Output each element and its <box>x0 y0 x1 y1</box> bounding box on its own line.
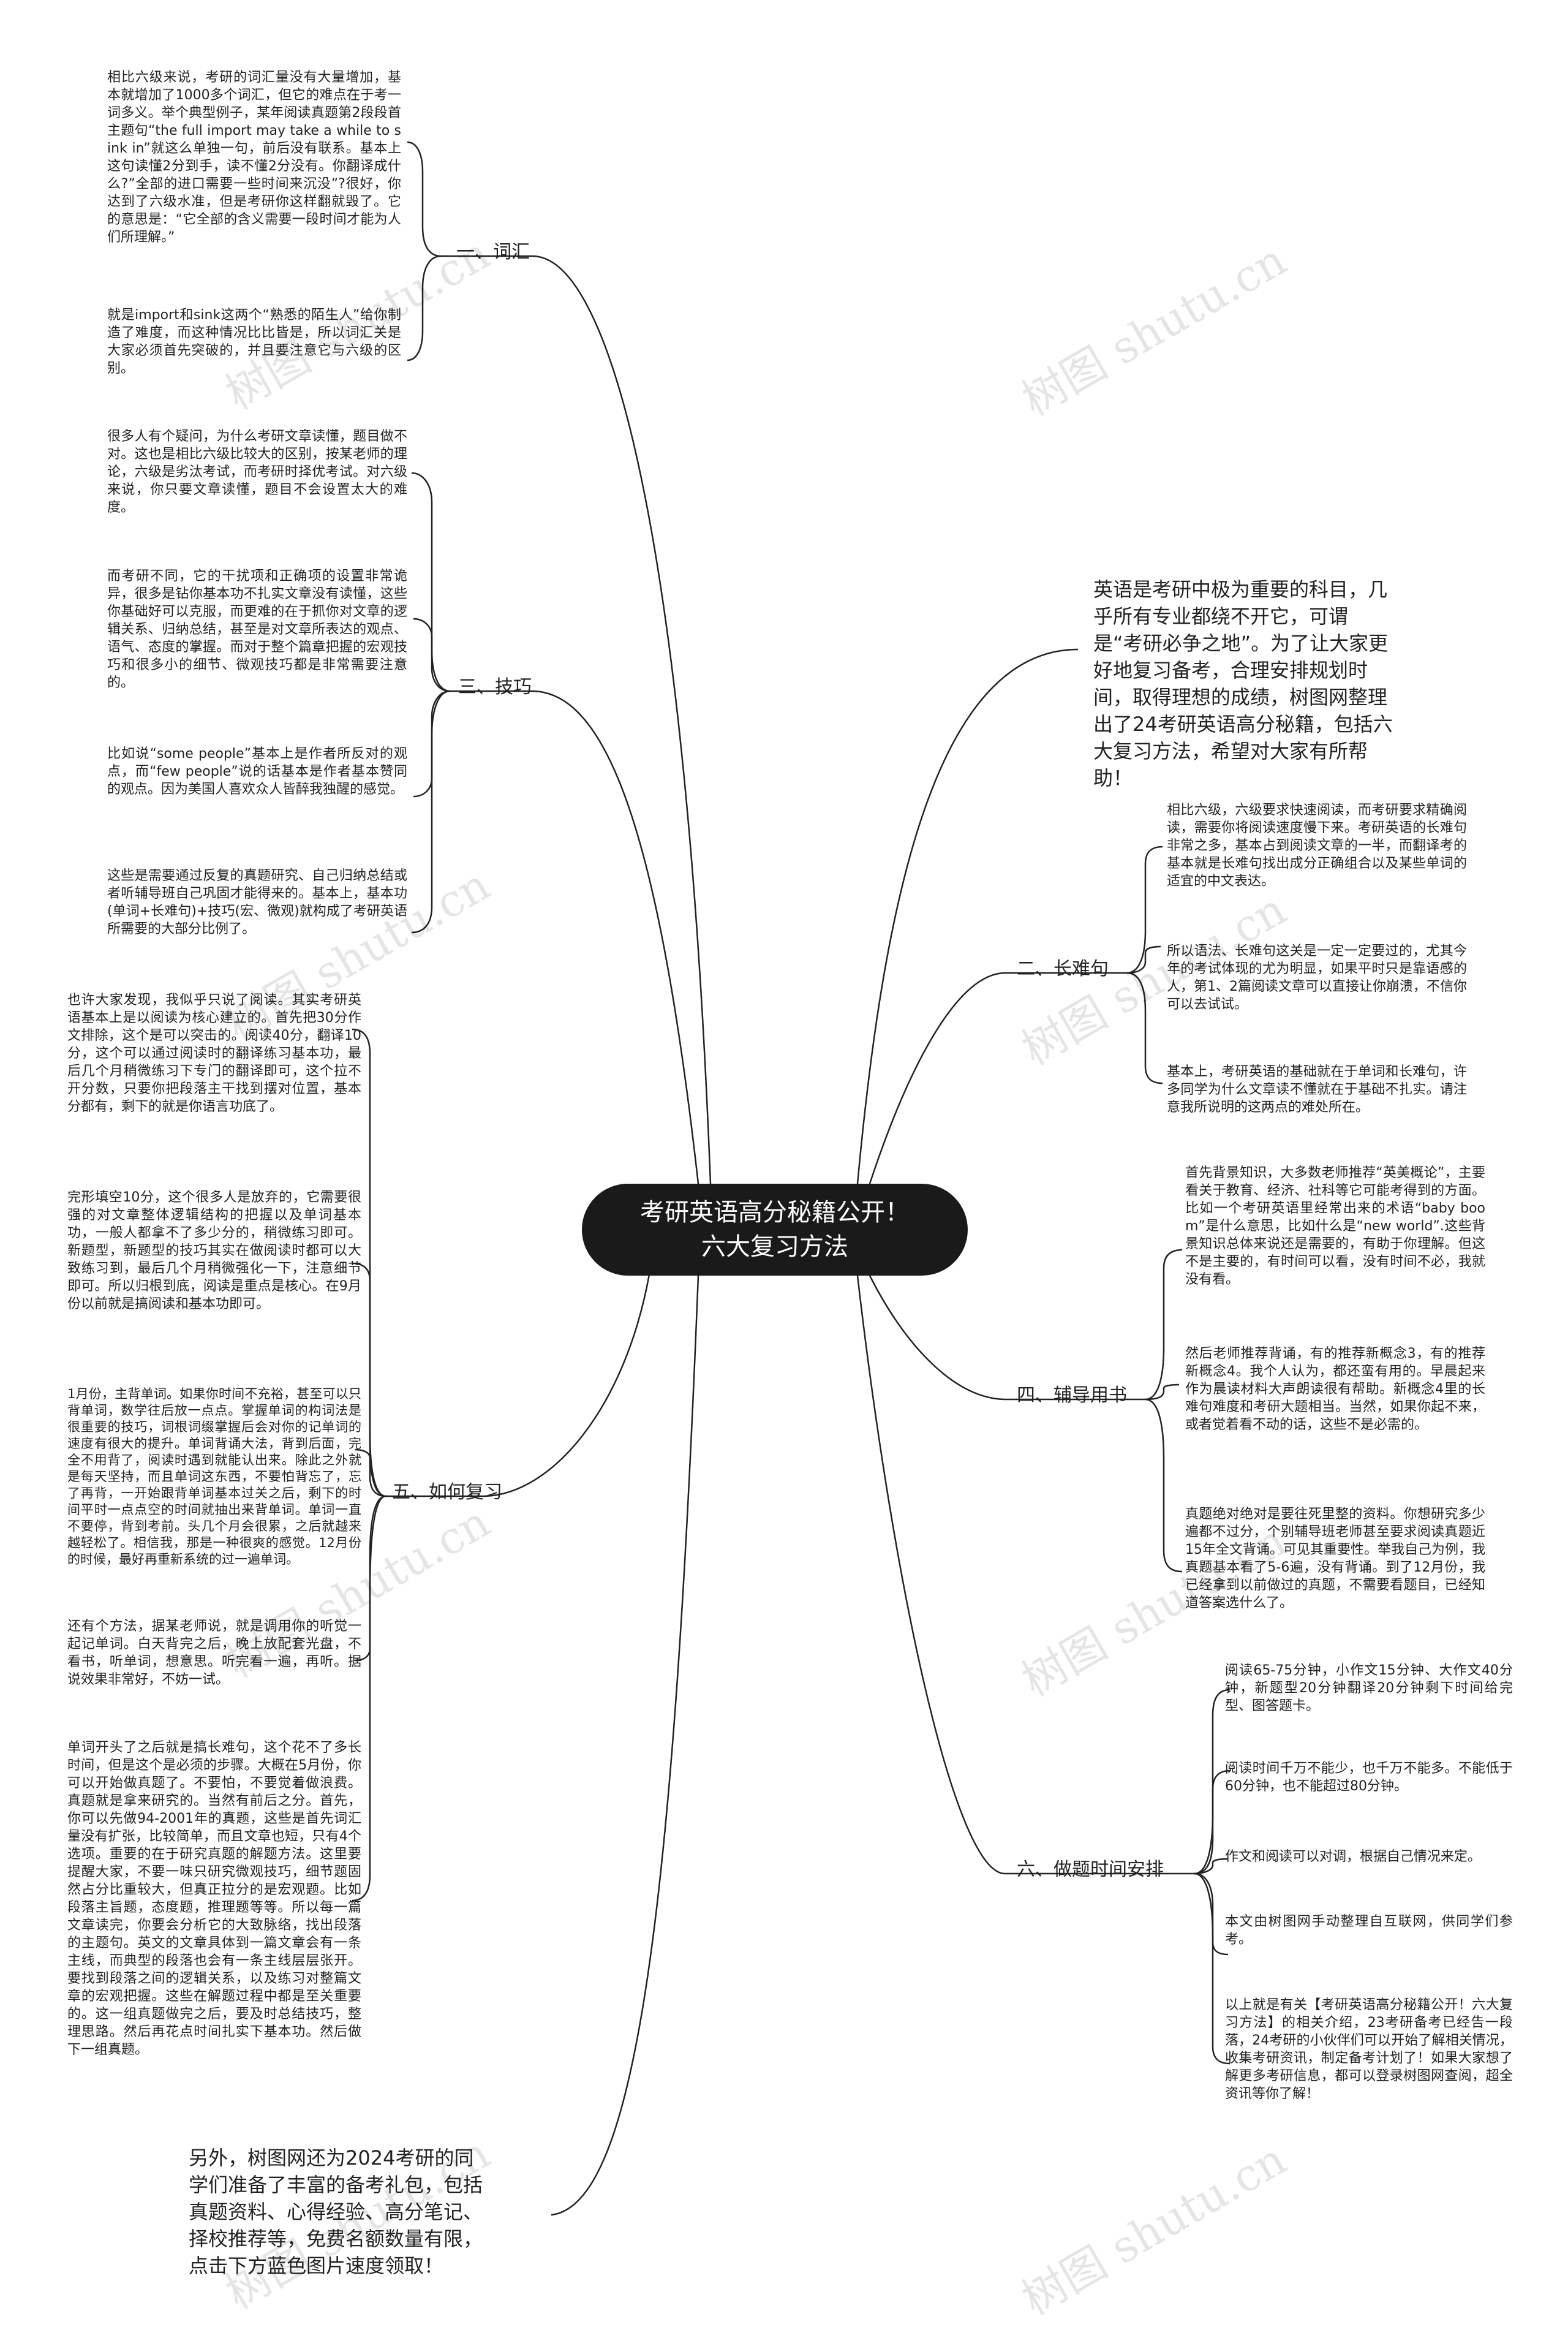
leaf-hard-2: 所以语法、长难句这关是一定一定要过的，尤其今年的考试体现的尤为明显，如果平时只是… <box>1167 944 1467 1012</box>
branch-books[interactable]: 四、辅导用书 <box>1017 1385 1127 1406</box>
leaf-skill-1: 很多人有个疑问，为什么考研文章读懂，题目做不对。这也是相比六级比较大的区别，按某… <box>107 429 407 515</box>
leaf-books-1: 首先背景知识，大多数老师推荐“英美概论”，主要看关于教育、经济、社科等它可能考得… <box>1185 1165 1485 1287</box>
branch-review[interactable]: 五、如何复习 <box>392 1481 502 1503</box>
leaf-schedule-5: 以上就是有关【考研英语高分秘籍公开！六大复习方法】的相关介绍，23考研备考已经告… <box>1225 1997 1513 2102</box>
leaf-vocab-2: 就是import和sink这两个“熟悉的陌生人”给你制造了难度，而这种情况比比皆… <box>107 308 401 376</box>
leaf-review-5: 单词开头了之后就是搞长难句，这个花不了多长时间，但是这个是必须的步骤。大概在5月… <box>67 1740 361 2057</box>
leaf-review-4: 还有个方法，据某老师说，就是调用你的听觉一起记单词。白天背完之后，晚上放配套光盘… <box>67 1619 361 1687</box>
link-vocab <box>532 255 712 1184</box>
leaf-hard-3: 基本上，考研英语的基础就在于单词和长难句，许多同学为什么文章读不懂就在于基础不扎… <box>1167 1064 1467 1115</box>
root-node[interactable]: 考研英语高分秘籍公开！ 六大复习方法 <box>582 1184 968 1276</box>
leaf-skill-4: 这些是需要通过反复的真题研究、自己归纳总结或者听辅导班自己巩固才能得来的。基本上… <box>107 868 407 937</box>
leaf-schedule-2: 阅读时间千万不能少，也千万不能多。不能低于60分钟，也不能超过80分钟。 <box>1225 1761 1513 1794</box>
leaf-schedule-1: 阅读65-75分钟，小作文15分钟、大作文40分钟，新题型20分钟翻译20分钟剩… <box>1225 1663 1513 1714</box>
leaf-skill-2: 而考研不同，它的干扰项和正确项的设置非常诡异，很多是钻你基本功不扎实文章没有读懂… <box>107 569 407 691</box>
leaf-vocab-1: 相比六级来说，考研的词汇量没有大量增加，基本就增加了1000多个词汇，但它的难点… <box>107 70 401 245</box>
leaf-books-2: 然后老师推荐背诵，有的推荐新概念3，有的推荐新概念4。我个人认为，都还蛮有用的。… <box>1185 1346 1485 1432</box>
leaf-review-3: 1月份，主背单词。如果你时间不充裕，甚至可以只背单词，数学往后放一点点。掌握单词… <box>67 1387 361 1567</box>
link-outro <box>551 1275 699 2216</box>
link-hard <box>869 972 1005 1184</box>
branch-skill[interactable]: 三、技巧 <box>458 676 532 698</box>
leaf-review-1: 也许大家发现，我似乎只说了阅读。其实考研英语基本上是以阅读为核心建立的。首先把3… <box>67 993 361 1114</box>
leaf-skill-3: 比如说“some people”基本上是作者所反对的观点，而“few peopl… <box>107 746 407 797</box>
branch-hard[interactable]: 二、长难句 <box>1017 958 1109 980</box>
outro-text: 另外，树图网还为2024考研的同学们准备了丰富的备考礼包，包括真题资料、心得经验… <box>189 2146 483 2277</box>
intro-text: 英语是考研中极为重要的科目，几乎所有专业都绕不开它，可谓是“考研必争之地”。为了… <box>1093 578 1393 790</box>
branch-schedule[interactable]: 六、做题时间安排 <box>1017 1859 1164 1880</box>
leaf-books-3: 真题绝对绝对是要往死里整的资料。你想研究多少遍都不过分，个别辅导班老师甚至要求阅… <box>1185 1507 1485 1611</box>
link-review <box>483 1274 650 1497</box>
link-intro <box>856 648 1079 1184</box>
leaf-review-2: 完形填空10分，这个很多人是放弃的，它需要很强的对文章整体逻辑结构的把握以及单词… <box>67 1190 361 1312</box>
root-title: 考研英语高分秘籍公开！ 六大复习方法 <box>640 1198 910 1261</box>
leaf-hard-1: 相比六级，六级要求快速阅读，而考研要求精确阅读，需要你将阅读速度慢下来。考研英语… <box>1167 803 1467 889</box>
leaf-schedule-3: 作文和阅读可以对调，根据自己情况来定。 <box>1225 1849 1482 1864</box>
link-schedule <box>856 1275 1005 1875</box>
link-skill <box>532 690 699 1184</box>
link-books <box>869 1275 1005 1401</box>
leaf-schedule-4: 本文由树图网手动整理自互联网，供同学们参考。 <box>1225 1914 1513 1947</box>
branch-vocab[interactable]: 一、词汇 <box>456 241 530 263</box>
